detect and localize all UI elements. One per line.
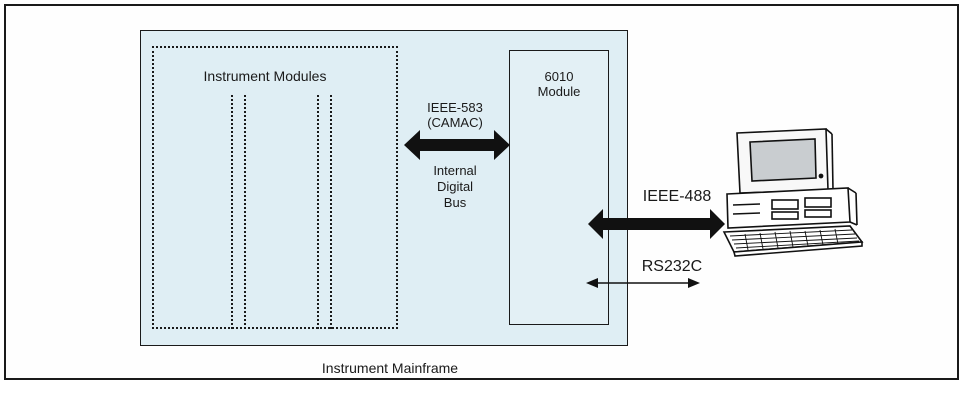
rs232c-arrow: [586, 278, 700, 288]
ieee488-arrow: [588, 209, 725, 239]
desktop-computer-icon: [724, 129, 862, 256]
internal-bus-arrow: [404, 130, 510, 160]
